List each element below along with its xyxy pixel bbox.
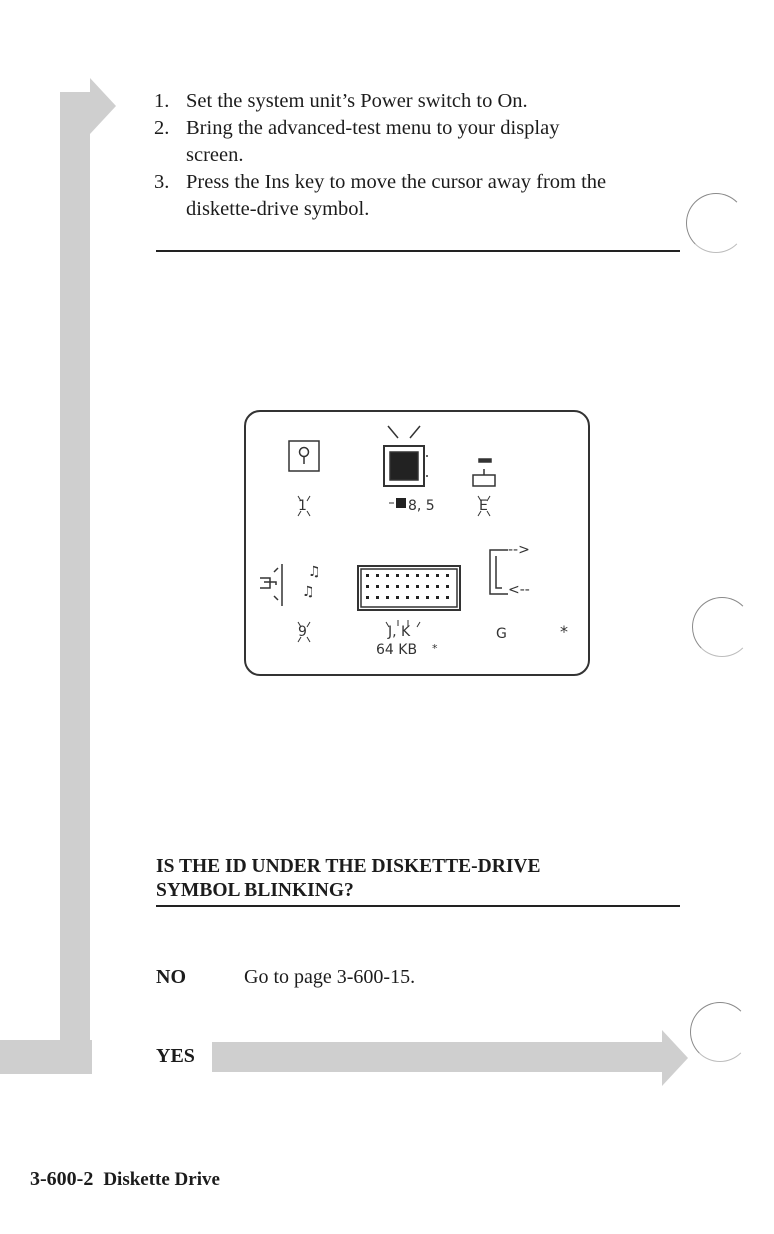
question-line: SYMBOL BLINKING? — [156, 880, 354, 901]
flow-arrow-right-icon — [60, 78, 116, 134]
id-e-label: E — [479, 498, 488, 514]
id-9-label: 9 — [298, 624, 307, 640]
step-text: Press the Ins key to move the cursor awa… — [186, 171, 607, 193]
binder-hole-icon — [690, 1002, 750, 1062]
section-title: Diskette Drive — [103, 1169, 220, 1190]
music-note-icon: ♫ — [302, 584, 315, 600]
memory-mark: * — [432, 642, 438, 655]
answer-no-text: Go to page 3-600-15. — [244, 966, 416, 988]
memory-dot-row — [366, 574, 449, 599]
memory-chip-icon — [357, 565, 461, 611]
step-text: diskette-drive symbol. — [186, 198, 370, 220]
step-text: Bring the advanced-test menu to your dis… — [186, 117, 560, 139]
step-item: 2. Bring the advanced-test menu to your … — [154, 115, 684, 169]
music-note-icon: ♫ — [308, 564, 321, 580]
flow-rail-horizontal — [0, 1040, 92, 1074]
step-number: 3. — [154, 171, 170, 193]
star-mark: * — [560, 622, 568, 641]
display-screen-illustration: ♫ ♫ 1 8, 5 E 9 J, K 64 KB * G * --> <-- — [244, 410, 590, 676]
blink-rays-icon — [297, 495, 491, 643]
yes-flow-bar — [212, 1042, 670, 1072]
id-8-5-label: 8, 5 — [408, 498, 435, 514]
step-item: 1. Set the system unit’s Power switch to… — [154, 88, 684, 115]
step-list: 1. Set the system unit’s Power switch to… — [154, 88, 684, 223]
step-text: screen. — [186, 144, 244, 166]
communications-icon — [489, 549, 508, 595]
id-1-label: 1 — [298, 498, 307, 514]
cursor-block — [396, 498, 406, 508]
diskette-drive-icon — [260, 564, 283, 606]
printer-icon — [472, 458, 496, 487]
system-unit-icon — [288, 440, 320, 472]
binder-hole-icon — [686, 193, 746, 253]
question-line: IS THE ID UNDER THE DISKETTE-DRIVE — [156, 856, 541, 877]
answer-yes-label: YES — [156, 1045, 195, 1067]
comm-out-arrow: --> — [508, 542, 530, 558]
step-item: 3. Press the Ins key to move the cursor … — [154, 169, 684, 223]
binder-hole-icon — [692, 597, 752, 657]
screen-symbols: ♫ ♫ — [260, 425, 508, 643]
id-jk-label: J, K — [388, 624, 411, 640]
step-text: Set the system unit’s Power switch to On… — [186, 90, 528, 112]
answer-no-label: NO — [156, 966, 186, 988]
page-number: 3-600-2 — [30, 1168, 94, 1190]
comm-in-arrow: <-- — [508, 582, 530, 598]
flow-rail-vertical — [60, 92, 90, 1074]
question-divider — [156, 905, 680, 907]
page-footer: 3-600-2 Diskette Drive — [30, 1168, 220, 1191]
id-g-label: G — [496, 626, 507, 642]
monitor-icon — [383, 425, 428, 487]
question-heading: IS THE ID UNDER THE DISKETTE-DRIVE SYMBO… — [156, 855, 680, 903]
memory-size-label: 64 KB — [376, 642, 418, 658]
step-number: 1. — [154, 90, 170, 112]
section-divider — [156, 250, 680, 252]
yes-flow-arrow-icon — [662, 1030, 688, 1086]
step-number: 2. — [154, 117, 170, 139]
